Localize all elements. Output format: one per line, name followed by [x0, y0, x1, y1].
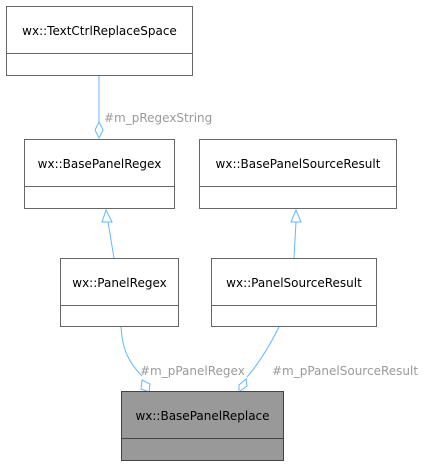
edge-inherit-panel-source-result [293, 221, 297, 259]
class-base-panel-replace[interactable]: wx::BasePanelReplace [121, 391, 284, 461]
class-name: wx::PanelSourceResult [226, 276, 362, 290]
class-text-ctrl-replace-space[interactable]: wx::TextCtrlReplaceSpace [6, 6, 193, 76]
edge-inherit-panel-regex [107, 221, 115, 259]
class-base-panel-source-result[interactable]: wx::BasePanelSourceResult [199, 139, 397, 209]
edge-label-panel-source-result: #m_pPanelSourceResult [272, 364, 419, 378]
class-name: wx::BasePanelReplace [135, 409, 270, 423]
class-name: wx::BasePanelRegex [37, 157, 162, 171]
edge-label-regex-string: #m_pRegexString [104, 111, 213, 125]
class-name: wx::PanelRegex [72, 276, 167, 290]
class-panel-source-result[interactable]: wx::PanelSourceResult [211, 258, 377, 327]
composition-diamond-panel-source-result [238, 378, 248, 393]
class-divider [61, 305, 178, 306]
class-name: wx::BasePanelSourceResult [215, 157, 381, 171]
class-name: wx::TextCtrlReplaceSpace [22, 24, 177, 38]
class-divider [200, 186, 396, 187]
composition-diamond-panel-regex [140, 379, 151, 393]
class-base-panel-regex[interactable]: wx::BasePanelRegex [24, 139, 175, 209]
inherit-arrow-panel-source-result [290, 208, 302, 223]
class-divider [122, 438, 283, 439]
edge-panel-regex [120, 326, 143, 377]
class-panel-regex[interactable]: wx::PanelRegex [60, 258, 179, 327]
edge-label-panel-regex: #m_pPanelRegex [140, 364, 245, 378]
class-divider [212, 305, 376, 306]
class-divider [25, 186, 174, 187]
edge-panel-source-result [246, 326, 280, 378]
inherit-arrow-panel-regex [101, 208, 113, 223]
class-divider [7, 53, 192, 54]
composition-diamond-regex-string [94, 120, 104, 140]
